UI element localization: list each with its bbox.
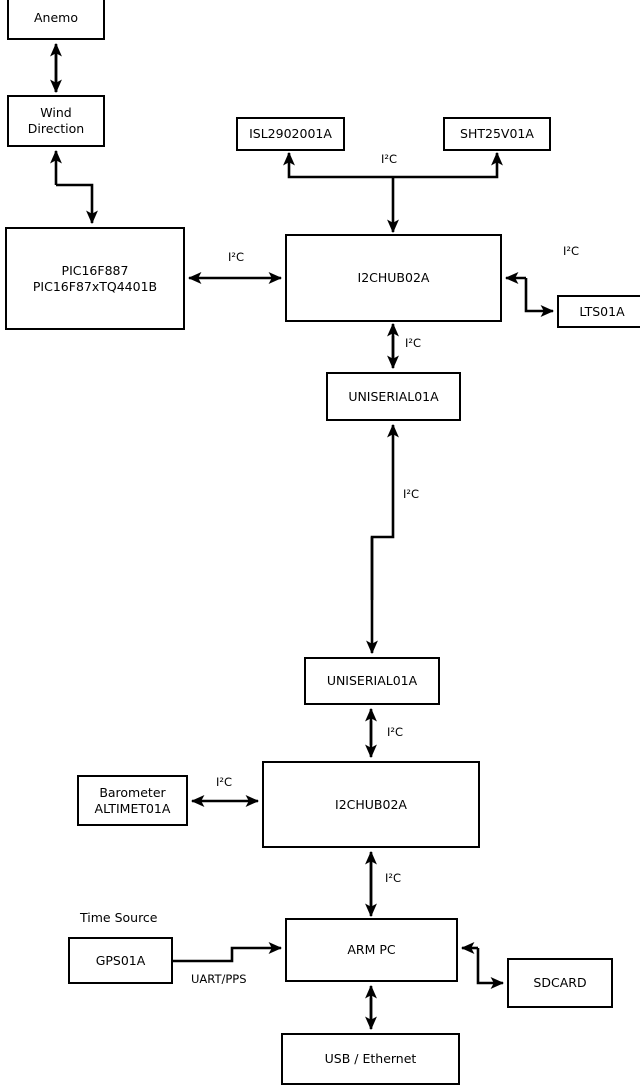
edge-bus-sht <box>393 151 503 179</box>
node-lts01a[interactable]: LTS01A <box>557 295 640 328</box>
node-pic-mcu[interactable]: PIC16F887 PIC16F87xTQ4401B <box>5 227 185 330</box>
node-sdcard[interactable]: SDCARD <box>507 958 613 1008</box>
node-uniserial01a-upper[interactable]: UNISERIAL01A <box>326 372 461 421</box>
node-sdcard-label: SDCARD <box>533 975 587 990</box>
node-wind-direction[interactable]: Wind Direction <box>7 95 105 147</box>
edge-hub-lts <box>524 278 555 317</box>
edge-label-i2c-top-bus: I²C <box>381 152 398 166</box>
node-uniserial01a-upper-label: UNISERIAL01A <box>348 388 439 404</box>
edge-uniserial-link-up <box>370 423 399 600</box>
node-anemo[interactable]: Anemo <box>7 0 105 40</box>
edge-label-i2c-hub2-armpc: I²C <box>385 871 402 885</box>
label-time-source: Time Source <box>80 910 158 925</box>
node-gps01a[interactable]: GPS01A <box>68 937 173 984</box>
node-gps01a-label: GPS01A <box>95 952 146 968</box>
edge-label-uart-pps: UART/PPS <box>191 972 247 986</box>
node-i2chub02a-bottom[interactable]: I2CHUB02A <box>262 761 480 848</box>
node-wind-direction-label: Wind Direction <box>27 105 85 136</box>
node-lts01a-label: LTS01A <box>579 303 625 319</box>
node-i2chub02a-bottom-label: I2CHUB02A <box>335 796 407 812</box>
node-usb-ethernet[interactable]: USB / Ethernet <box>281 1033 460 1085</box>
node-arm-pc[interactable]: ARM PC <box>285 918 458 982</box>
edge-wind-pic-jog <box>56 183 98 225</box>
edge-bus-isl <box>283 151 393 179</box>
node-arm-pc-label: ARM PC <box>347 942 396 957</box>
edge-gps-armpc <box>173 942 283 963</box>
edge-label-i2c-hub-lts: I²C <box>563 244 580 258</box>
edge-label-i2c-uniserial-hub2: I²C <box>387 725 404 739</box>
node-usb-ethernet-label: USB / Ethernet <box>324 1051 417 1066</box>
edge-uniserial-link-dn <box>372 460 393 537</box>
node-uniserial01a-lower-label: UNISERIAL01A <box>326 673 418 688</box>
node-isl2902001a[interactable]: ISL2902001A <box>236 117 345 151</box>
node-uniserial01a-lower[interactable]: UNISERIAL01A <box>304 657 440 705</box>
node-i2chub02a-top[interactable]: I2CHUB02A <box>285 234 502 322</box>
edge-armpc-sdcard <box>476 948 505 989</box>
node-pic-mcu-label: PIC16F887 PIC16F87xTQ4401B <box>32 262 158 294</box>
node-anemo-label: Anemo <box>34 9 78 25</box>
node-barometer-altimet01a[interactable]: Barometer ALTIMET01A <box>77 775 188 826</box>
node-sht25v01a-label: SHT25V01A <box>460 126 534 141</box>
edge-label-i2c-uniserial-link: I²C <box>403 487 420 501</box>
edge-label-i2c-pic-hub: I²C <box>228 250 245 264</box>
edge-label-i2c-barometer-hub2: I²C <box>216 775 233 789</box>
edge-label-i2c-hub-uniserial: I²C <box>405 336 422 350</box>
node-barometer-altimet01a-label: Barometer ALTIMET01A <box>94 784 171 816</box>
node-isl2902001a-label: ISL2902001A <box>249 126 332 141</box>
node-i2chub02a-top-label: I2CHUB02A <box>357 270 430 285</box>
node-sht25v01a[interactable]: SHT25V01A <box>443 117 551 151</box>
